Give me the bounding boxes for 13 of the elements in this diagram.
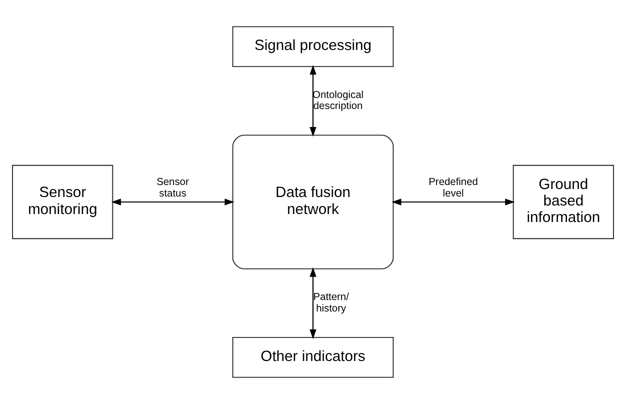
node-box: Sensor monitoring: [12, 164, 114, 239]
arrow: [392, 198, 515, 205]
arrow: [111, 198, 234, 205]
node-box: Ground based information: [512, 164, 614, 239]
edge-label: Ontological description: [312, 89, 364, 112]
arrow: [310, 64, 316, 136]
node-box: Other indicators: [232, 336, 394, 378]
edge-label: Pattern/ history: [313, 292, 349, 314]
edge-label: Sensor status: [156, 176, 189, 199]
node-box: Data fusion network: [232, 134, 394, 269]
edge-label: Predefined level: [428, 176, 478, 199]
arrow: [310, 266, 316, 339]
node-box: Signal processing: [232, 26, 394, 67]
